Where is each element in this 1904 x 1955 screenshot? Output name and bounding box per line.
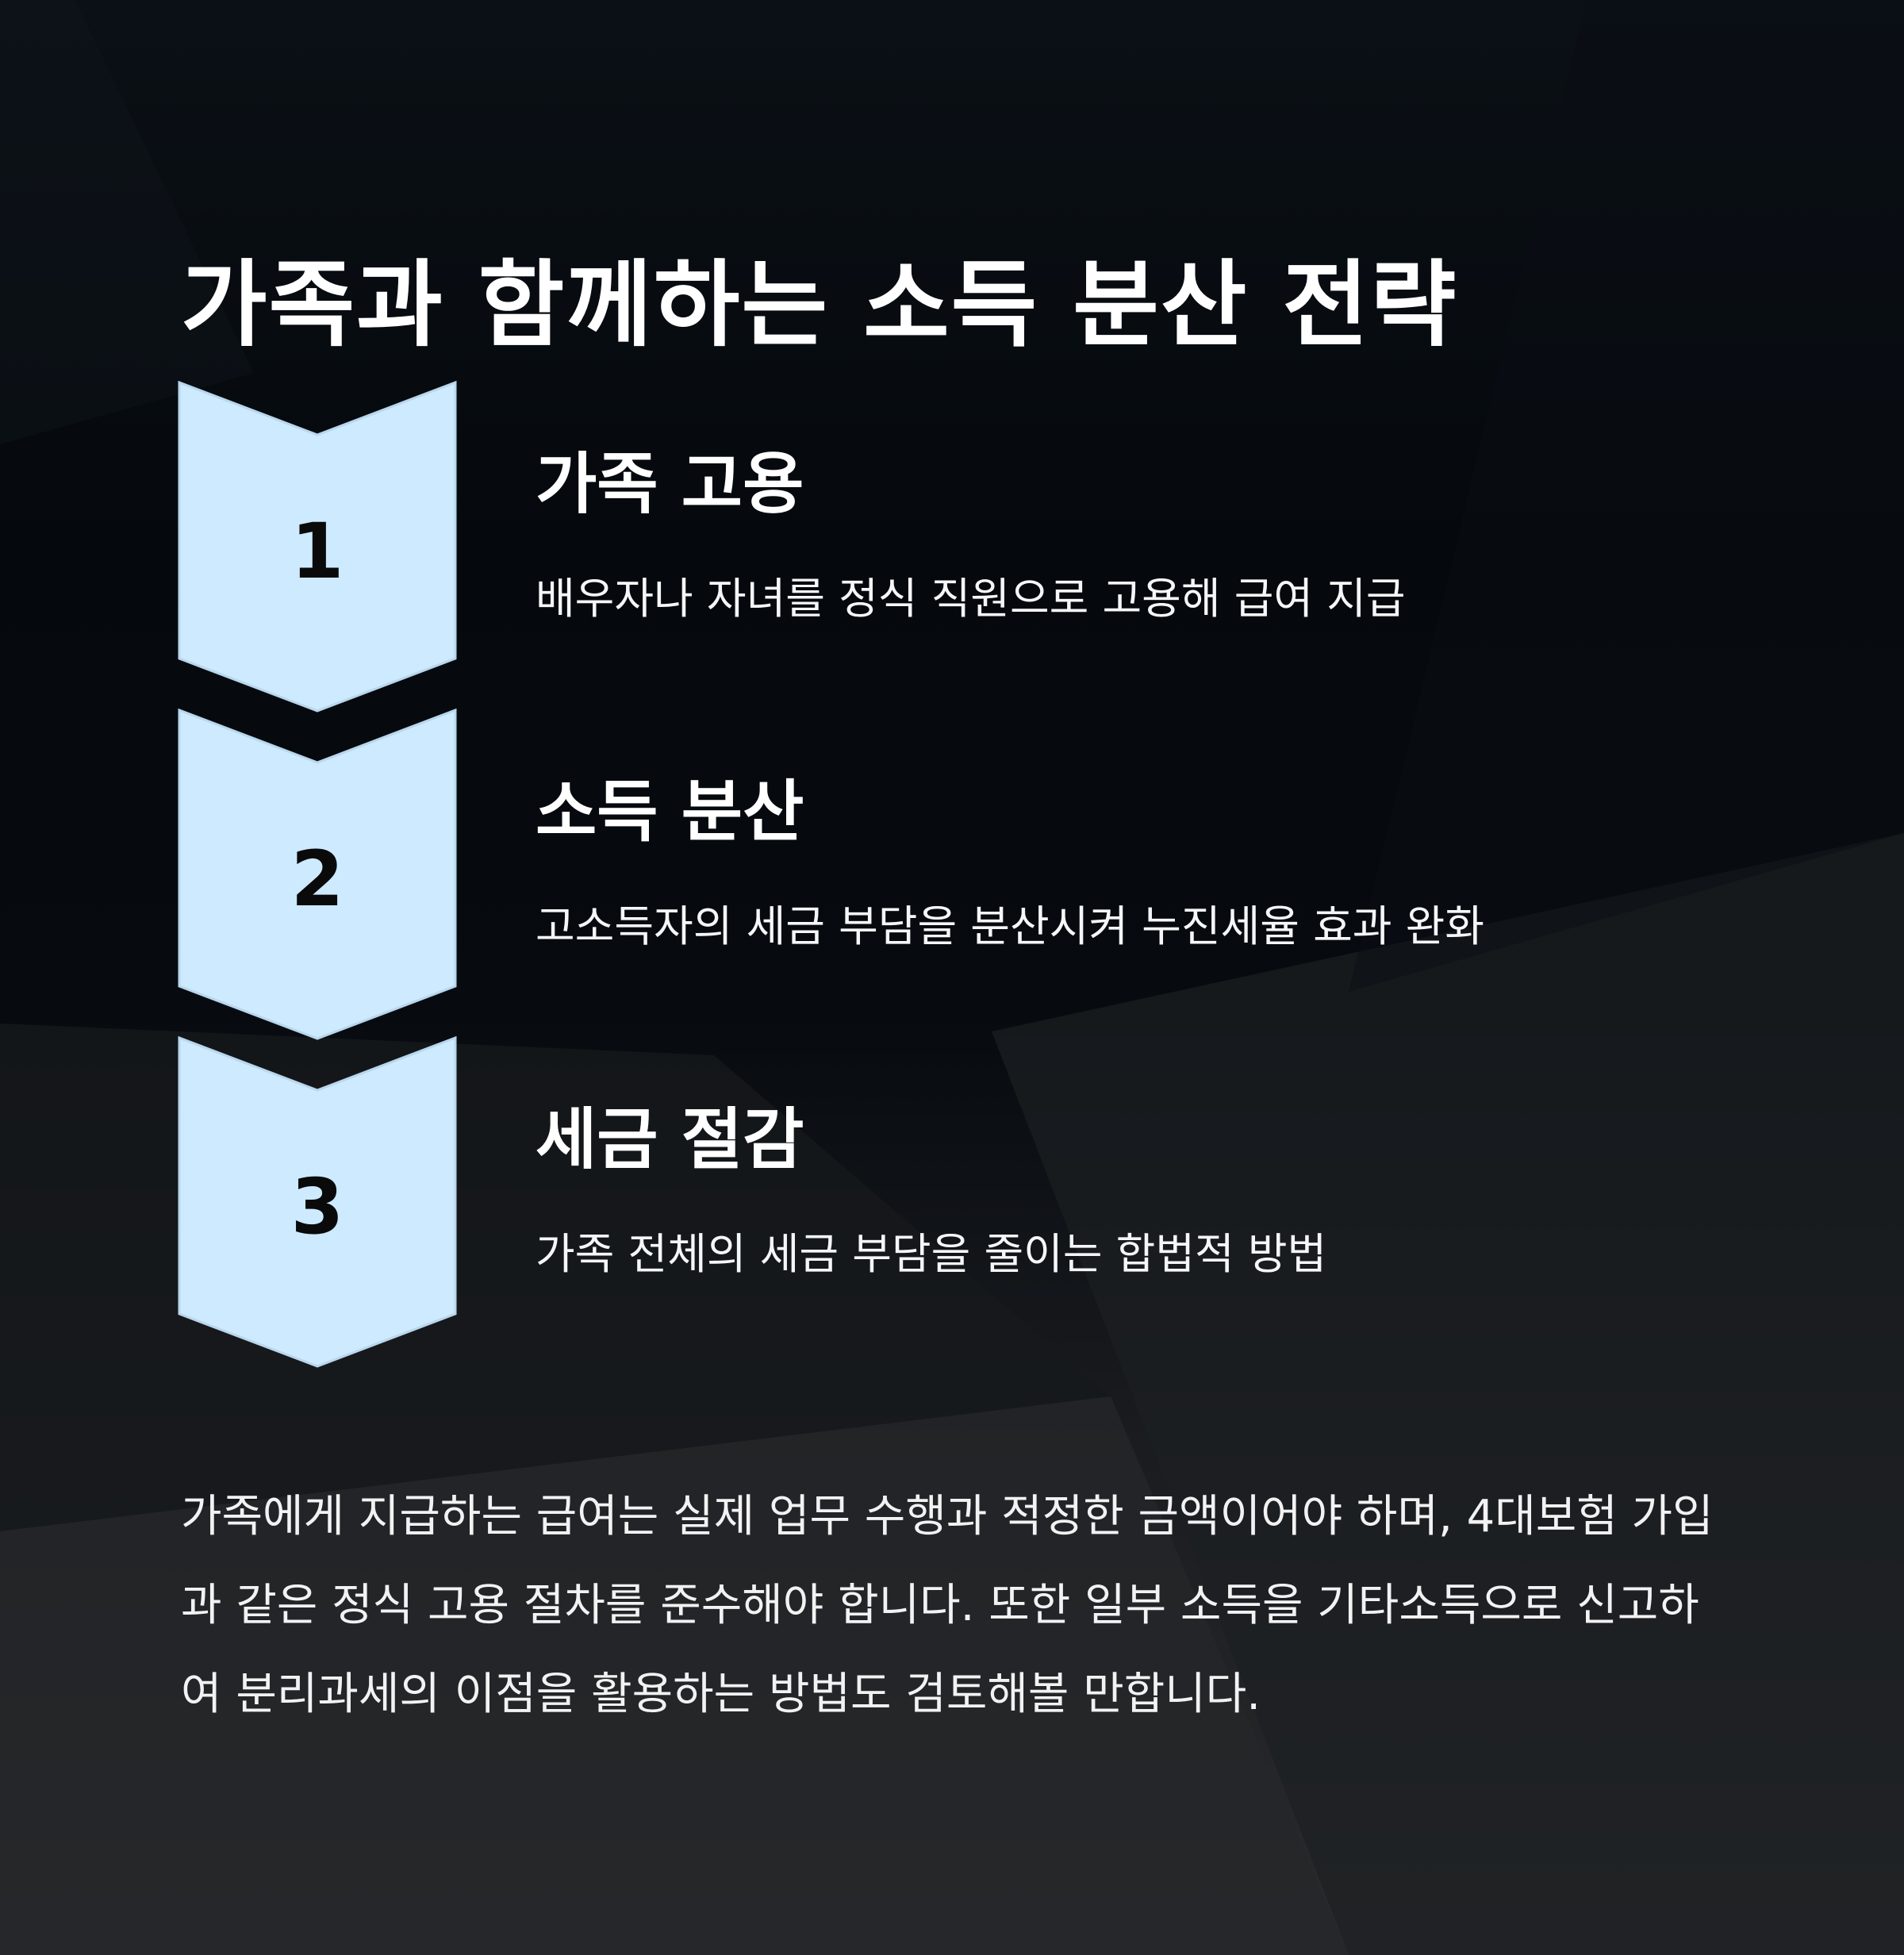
- chevron-shape-icon: [178, 1036, 457, 1368]
- note-paragraph: 가족에게 지급하는 급여는 실제 업무 수행과 적정한 금액이어야 하며, 4대…: [181, 1491, 1714, 1720]
- step-1: 1 가족 고용 배우자나 자녀를 정식 직원으로 고용해 급여 지급: [0, 381, 1904, 714]
- chevron-shape-icon: [178, 709, 457, 1040]
- step-3: 3 세금 절감 가족 전체의 세금 부담을 줄이는 합법적 방법: [0, 1036, 1904, 1369]
- step-2: 2 소득 분산 고소득자의 세금 부담을 분산시켜 누진세율 효과 완화: [0, 709, 1904, 1042]
- step-heading: 가족 고용: [536, 445, 804, 523]
- step-description: 배우자나 자녀를 정식 직원으로 고용해 급여 지급: [536, 574, 1406, 624]
- step-heading: 소득 분산: [536, 773, 804, 851]
- chevron-shape-icon: [178, 381, 457, 712]
- step-badge: 2: [178, 709, 457, 1042]
- step-number: 1: [290, 507, 344, 596]
- step-badge: 3: [178, 1036, 457, 1369]
- step-heading: 세금 절감: [536, 1100, 804, 1178]
- step-number: 3: [290, 1162, 344, 1251]
- step-description: 가족 전체의 세금 부담을 줄이는 합법적 방법: [536, 1229, 1327, 1279]
- step-number: 2: [290, 835, 344, 924]
- step-badge: 1: [178, 381, 457, 714]
- step-description: 고소득자의 세금 부담을 분산시켜 누진세율 효과 완화: [536, 901, 1484, 951]
- page-title: 가족과 함께하는 소득 분산 전략: [181, 250, 1458, 360]
